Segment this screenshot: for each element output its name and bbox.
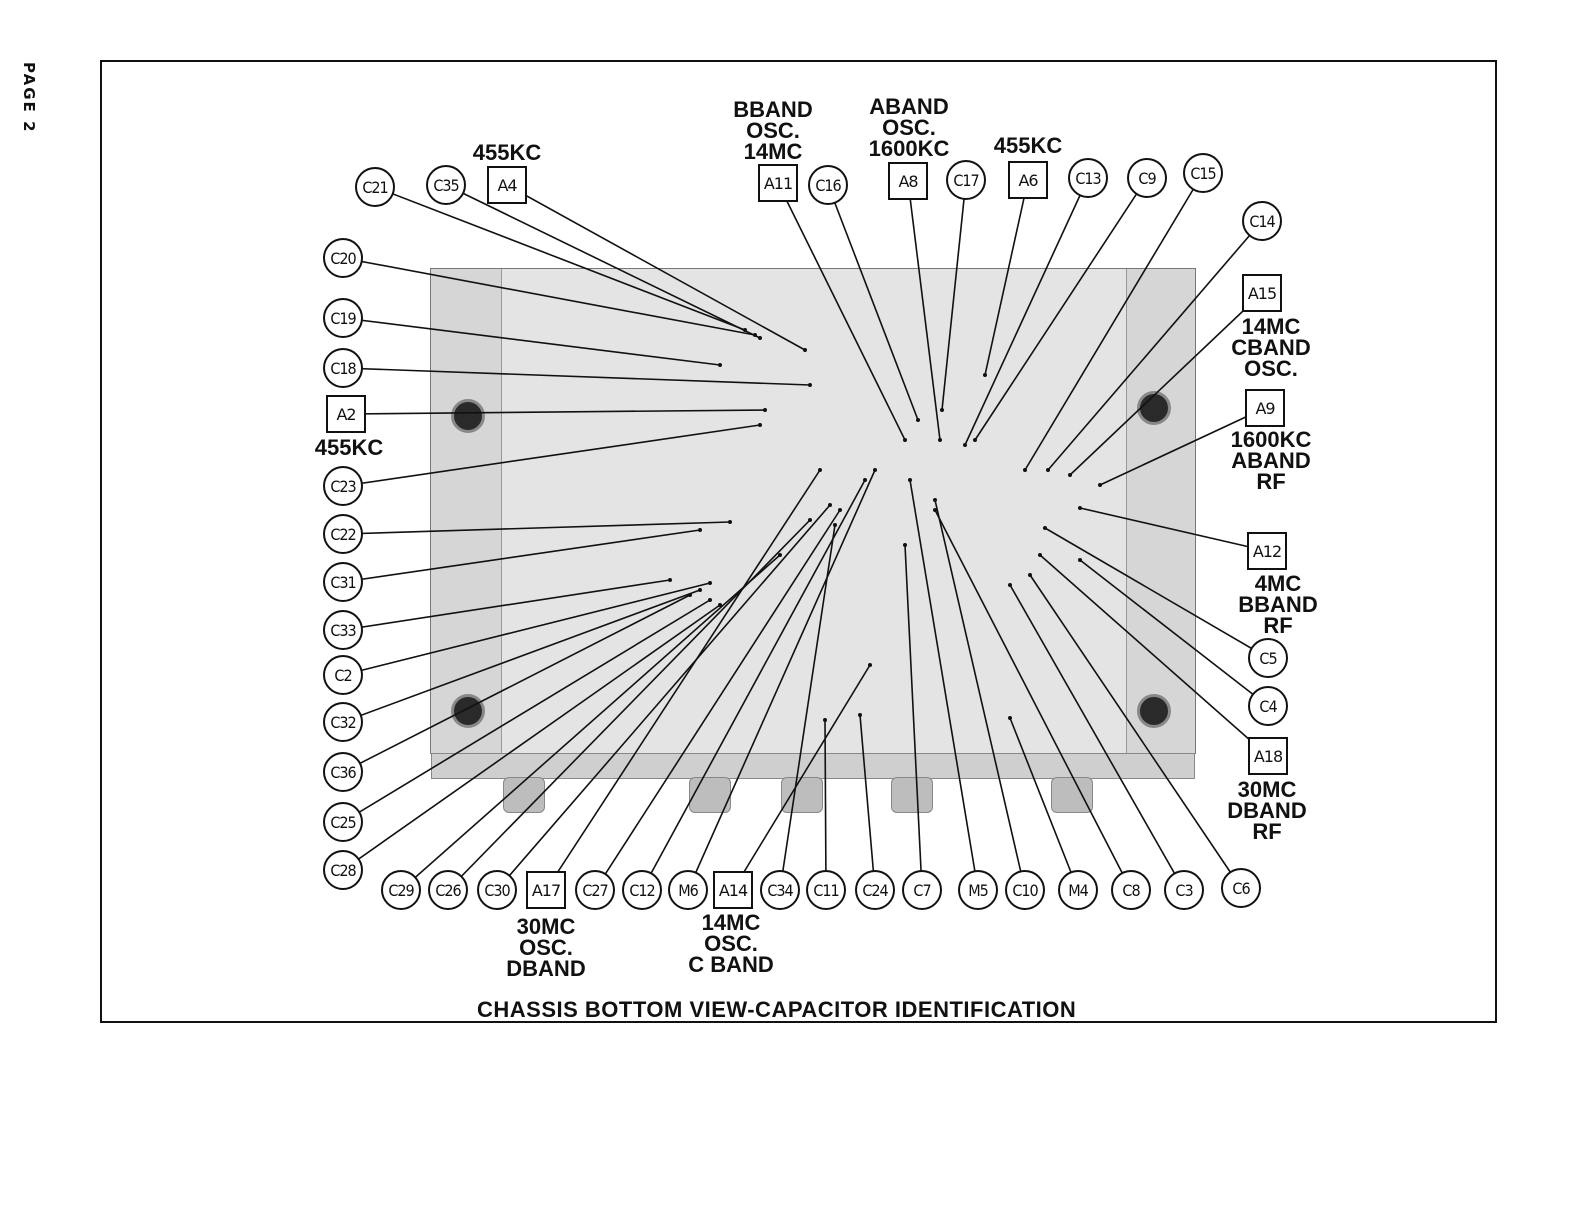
front-knob [891, 777, 933, 813]
note-a11: BBAND OSC. 14MC [733, 97, 813, 164]
callout-c17: C17 [946, 160, 986, 200]
callout-a4: A4 [487, 166, 527, 204]
callout-c31: C31 [323, 562, 363, 602]
callout-c28: C28 [323, 850, 363, 890]
callout-c13: C13 [1068, 158, 1108, 198]
callout-c36: C36 [323, 752, 363, 792]
callout-c12: C12 [622, 870, 662, 910]
callout-a2: A2 [326, 395, 366, 433]
callout-m4: M4 [1058, 870, 1098, 910]
note-a4: 455KC [472, 140, 542, 165]
callout-c29: C29 [381, 870, 421, 910]
front-knob [503, 777, 545, 813]
mount-hole [451, 694, 485, 728]
figure-frame [100, 60, 1497, 1023]
callout-c34: C34 [760, 870, 800, 910]
callout-c25: C25 [323, 802, 363, 842]
callout-c35: C35 [426, 165, 466, 205]
callout-c10: C10 [1005, 870, 1045, 910]
callout-c3: C3 [1164, 870, 1204, 910]
callout-c20: C20 [323, 238, 363, 278]
callout-m5: M5 [958, 870, 998, 910]
note-a18: 30MC DBAND RF [1227, 777, 1307, 844]
callout-c8: C8 [1111, 870, 1151, 910]
callout-a6: A6 [1008, 161, 1048, 199]
callout-c16: C16 [808, 165, 848, 205]
callout-c15: C15 [1183, 153, 1223, 193]
callout-m6: M6 [668, 870, 708, 910]
callout-c23: C23 [323, 466, 363, 506]
callout-c4: C4 [1248, 686, 1288, 726]
figure-caption: CHASSIS BOTTOM VIEW-CAPACITOR IDENTIFICA… [477, 997, 1077, 1022]
note-a15: 14MC CBAND OSC. [1231, 314, 1311, 381]
callout-c2: C2 [323, 655, 363, 695]
note-a6: 455KC [993, 133, 1063, 158]
callout-c24: C24 [855, 870, 895, 910]
note-a12: 4MC BBAND RF [1238, 571, 1318, 638]
callout-a8: A8 [888, 162, 928, 200]
callout-a11: A11 [758, 164, 798, 202]
callout-c6: C6 [1221, 868, 1261, 908]
chassis-right-rail [1126, 269, 1195, 753]
callout-a17: A17 [526, 871, 566, 909]
chassis-left-rail [431, 269, 502, 753]
callout-a18: A18 [1248, 737, 1288, 775]
mount-hole [1137, 694, 1171, 728]
callout-c18: C18 [323, 348, 363, 388]
mount-hole [451, 399, 485, 433]
callout-a14: A14 [713, 871, 753, 909]
callout-c5: C5 [1248, 638, 1288, 678]
mount-hole [1137, 391, 1171, 425]
callout-c7: C7 [902, 870, 942, 910]
callout-c19: C19 [323, 298, 363, 338]
callout-c21: C21 [355, 167, 395, 207]
page-label: PAGE 2 [20, 62, 38, 134]
callout-c33: C33 [323, 610, 363, 650]
callout-c11: C11 [806, 870, 846, 910]
front-knob [689, 777, 731, 813]
chassis-photo [430, 268, 1196, 813]
callout-c9: C9 [1127, 158, 1167, 198]
front-knob [1051, 777, 1093, 813]
callout-c30: C30 [477, 870, 517, 910]
callout-c27: C27 [575, 870, 615, 910]
callout-c14: C14 [1242, 201, 1282, 241]
note-a2: 455KC [314, 435, 384, 460]
note-a8: ABAND OSC. 1600KC [868, 94, 950, 161]
callout-c32: C32 [323, 702, 363, 742]
note-a9: 1600KC ABAND RF [1230, 427, 1312, 494]
front-knob [781, 777, 823, 813]
note-a17: 30MC OSC. DBAND [506, 914, 586, 981]
callout-c26: C26 [428, 870, 468, 910]
callout-c22: C22 [323, 514, 363, 554]
callout-a15: A15 [1242, 274, 1282, 312]
callout-a12: A12 [1247, 532, 1287, 570]
callout-a9: A9 [1245, 389, 1285, 427]
note-a14: 14MC OSC. C BAND [688, 910, 774, 977]
chassis-front-panel [431, 753, 1195, 779]
